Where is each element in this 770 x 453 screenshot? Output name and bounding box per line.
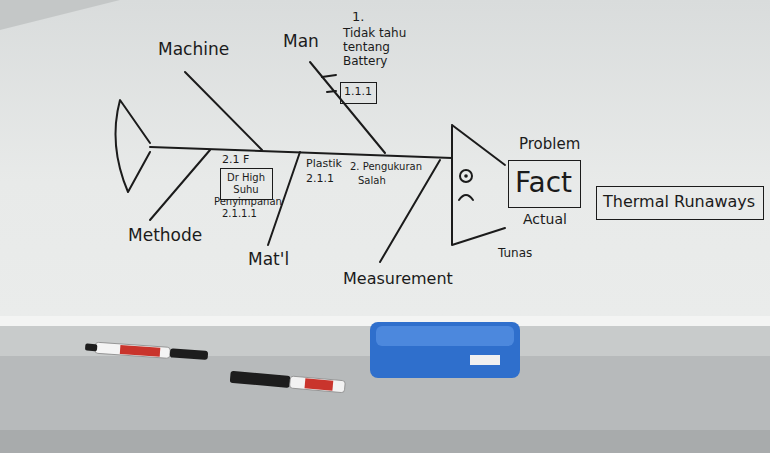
- fish-tail: [116, 100, 151, 192]
- machine-bone: [185, 72, 262, 150]
- wall: [0, 430, 770, 453]
- box-heading: Problem: [519, 136, 580, 153]
- fish-eye: [460, 170, 472, 182]
- cause-note: Tidak tahu tentang Battery: [343, 27, 423, 68]
- bone-category: Methode: [128, 226, 202, 246]
- cause-number: 2.1 F: [222, 154, 249, 167]
- eraser: [370, 322, 520, 378]
- cause-note: Plastik: [306, 158, 342, 171]
- cause-number: 2.1.1: [306, 173, 334, 186]
- branch-dash: [327, 91, 336, 92]
- branch-dash: [322, 75, 336, 77]
- box-text: Thermal Runaways: [603, 193, 755, 211]
- bone-category: Man: [283, 32, 319, 52]
- cause-number: 2.1.1.1: [222, 208, 257, 220]
- marker: [230, 371, 346, 393]
- cause-note: Penyimpanan: [214, 196, 282, 208]
- fish-mouth: [459, 195, 473, 200]
- fishbone-lines: [116, 62, 506, 262]
- box-heading: Actual: [523, 211, 567, 227]
- boxed-cause: 1.1.1: [340, 82, 377, 104]
- measurement-bone: [380, 160, 440, 262]
- problem-box: ProblemFactActual: [508, 160, 581, 208]
- fish-head: [452, 125, 505, 245]
- board-tray: [0, 316, 770, 453]
- box-text: Fact: [515, 167, 572, 199]
- note: Tunas: [498, 247, 532, 261]
- bone-category: Machine: [158, 40, 229, 60]
- bone-category: Measurement: [343, 270, 453, 288]
- cause-number: 1.: [352, 10, 364, 25]
- fish-spine: [150, 147, 452, 158]
- marker: [85, 341, 208, 361]
- boxed-cause: Dr High Suhu: [220, 168, 273, 200]
- box-text: Dr High Suhu: [224, 172, 268, 195]
- board-shadow: [0, 0, 120, 30]
- effect-box: Thermal Runaways: [596, 186, 764, 220]
- box-text: 1.1.1: [344, 86, 372, 99]
- cause-note: Salah: [358, 175, 386, 187]
- method-bone: [150, 150, 210, 220]
- cause-note: 2. Pengukuran: [350, 161, 422, 173]
- bone-category: Mat'l: [248, 250, 289, 270]
- man-bone: [310, 62, 385, 153]
- eye-dot: [464, 174, 468, 178]
